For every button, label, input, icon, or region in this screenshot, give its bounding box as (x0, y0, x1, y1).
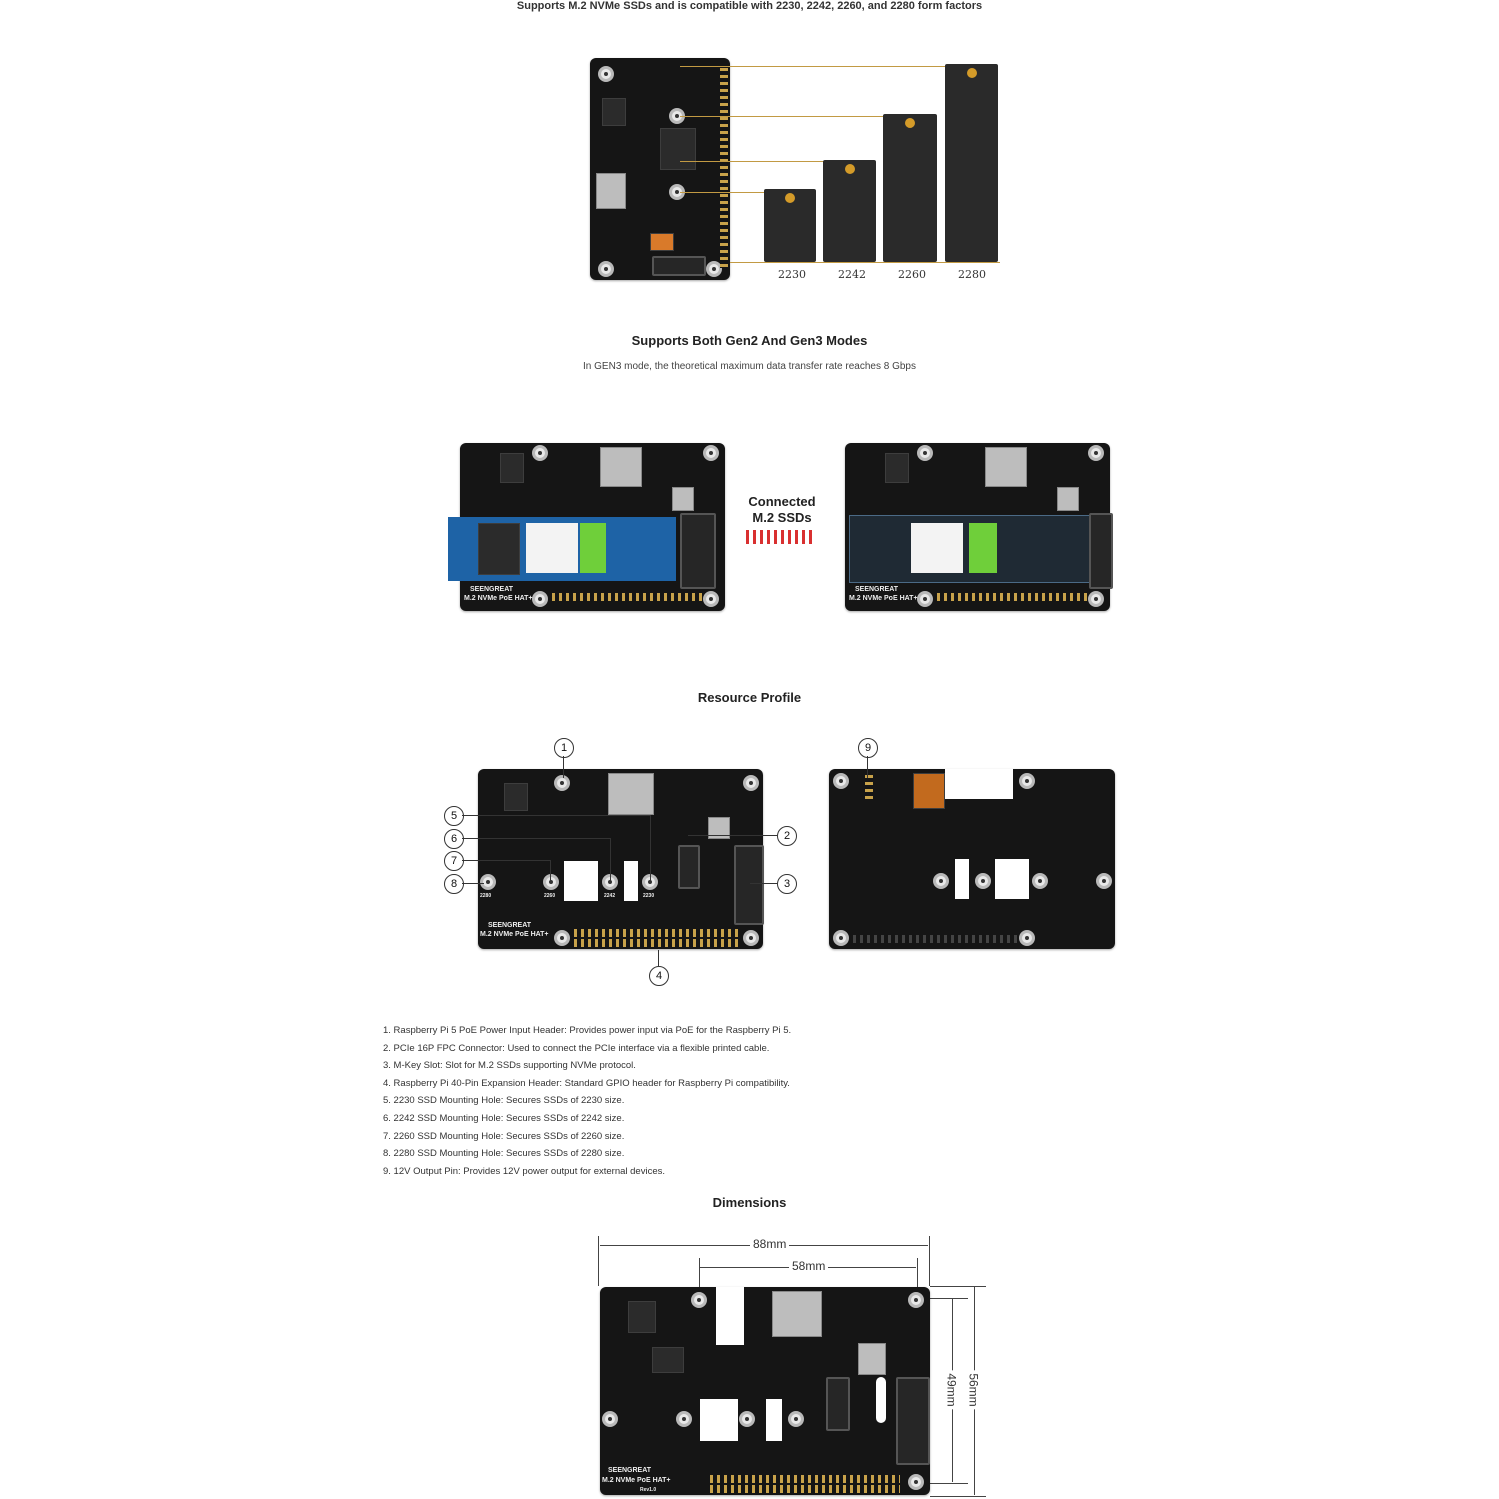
gen-subtitle: In GEN3 mode, the theoretical maximum da… (583, 361, 916, 372)
board-back (829, 769, 1115, 949)
list-item: 5. 2230 SSD Mounting Hole: Secures SSDs … (383, 1095, 625, 1107)
list-item: 2. PCIe 16P FPC Connector: Used to conne… (383, 1042, 770, 1054)
ssd-2242 (823, 160, 876, 262)
dim-88-label: 88mm (750, 1237, 790, 1251)
ssd-2260 (883, 114, 937, 262)
mounting-hole (598, 261, 614, 277)
hole-2280 (480, 874, 496, 890)
fpc-cable (650, 233, 674, 251)
headline: Supports M.2 NVMe SSDs and is compatible… (516, 0, 983, 12)
marker-6: 6 (444, 829, 464, 849)
board-with-ssd-blue: SEENGREAT M.2 NVMe PoE HAT+ (448, 443, 725, 611)
dim-guide (918, 1483, 968, 1484)
list-item: 3. M-Key Slot: Slot for M.2 SSDs support… (383, 1060, 636, 1072)
form-factor-label: 2280 (958, 268, 986, 281)
board-brand: SEENGREAT (855, 586, 899, 593)
board-dimensions: SEENGREAT M.2 NVMe PoE HAT+ Rev1.0 (600, 1287, 930, 1495)
leader-line (680, 66, 970, 67)
chip (602, 98, 626, 126)
leader-line (730, 262, 1000, 263)
dim-58-label: 58mm (789, 1259, 829, 1273)
dim-guide (917, 1258, 918, 1288)
marker-5: 5 (444, 806, 464, 826)
board-portrait (590, 58, 730, 280)
leader-line (680, 192, 790, 193)
form-factor-label: 2260 (898, 268, 926, 281)
form-factor-label: 2230 (778, 268, 806, 281)
list-item: 1. Raspberry Pi 5 PoE Power Input Header… (383, 1025, 792, 1036)
marker-3: 3 (777, 874, 797, 894)
marker-7: 7 (444, 851, 464, 871)
dim-guide (598, 1236, 599, 1286)
arrow-right-icon (744, 530, 816, 544)
dim-49-label: 49mm (944, 1370, 959, 1410)
board-with-ssd-dark: SEENGREAT M.2 NVMe PoE HAT+ (845, 443, 1113, 611)
dim-guide (699, 1258, 700, 1288)
m2-slot (652, 256, 706, 276)
resource-title: Resource Profile (697, 690, 802, 705)
list-item: 9. 12V Output Pin: Provides 12V power ou… (383, 1165, 665, 1177)
dim-guide (930, 1286, 986, 1287)
gen-title: Supports Both Gen2 And Gen3 Modes (631, 333, 868, 348)
board-model: M.2 NVMe PoE HAT+ (849, 595, 918, 602)
marker-8: 8 (444, 874, 464, 894)
dim-guide (929, 1236, 930, 1286)
list-item: 4. Raspberry Pi 40-Pin Expansion Header:… (383, 1077, 790, 1089)
mounting-hole (706, 261, 722, 277)
resource-list: 1. Raspberry Pi 5 PoE Power Input Header… (383, 1022, 791, 1180)
hole-2260 (543, 874, 559, 890)
mounting-hole (598, 66, 614, 82)
leader-line (680, 161, 850, 162)
marker-1: 1 (554, 738, 574, 758)
dimensions-title: Dimensions (712, 1195, 787, 1210)
marker-9: 9 (858, 738, 878, 758)
marker-4: 4 (649, 966, 669, 986)
ssd-2280 (945, 64, 998, 262)
list-item: 6. 2242 SSD Mounting Hole: Secures SSDs … (383, 1112, 625, 1124)
transformer-chip (596, 173, 626, 209)
list-item: 8. 2280 SSD Mounting Hole: Secures SSDs … (383, 1148, 625, 1160)
dim-56-label: 56mm (966, 1370, 981, 1410)
dim-guide (918, 1298, 968, 1299)
chip (660, 128, 696, 170)
ssd-2230 (764, 189, 816, 262)
marker-2: 2 (777, 826, 797, 846)
dim-guide (930, 1496, 986, 1497)
board-model: M.2 NVMe PoE HAT+ (464, 595, 533, 602)
form-factor-label: 2242 (838, 268, 866, 281)
board-front: SEENGREAT M.2 NVMe PoE HAT+ 2280 2260 22… (478, 769, 764, 949)
leader-line (680, 116, 910, 117)
board-brand: SEENGREAT (470, 586, 514, 593)
connected-label: Connected M.2 SSDs (748, 494, 816, 525)
gpio-header (720, 68, 728, 268)
list-item: 7. 2260 SSD Mounting Hole: Secures SSDs … (383, 1130, 625, 1142)
